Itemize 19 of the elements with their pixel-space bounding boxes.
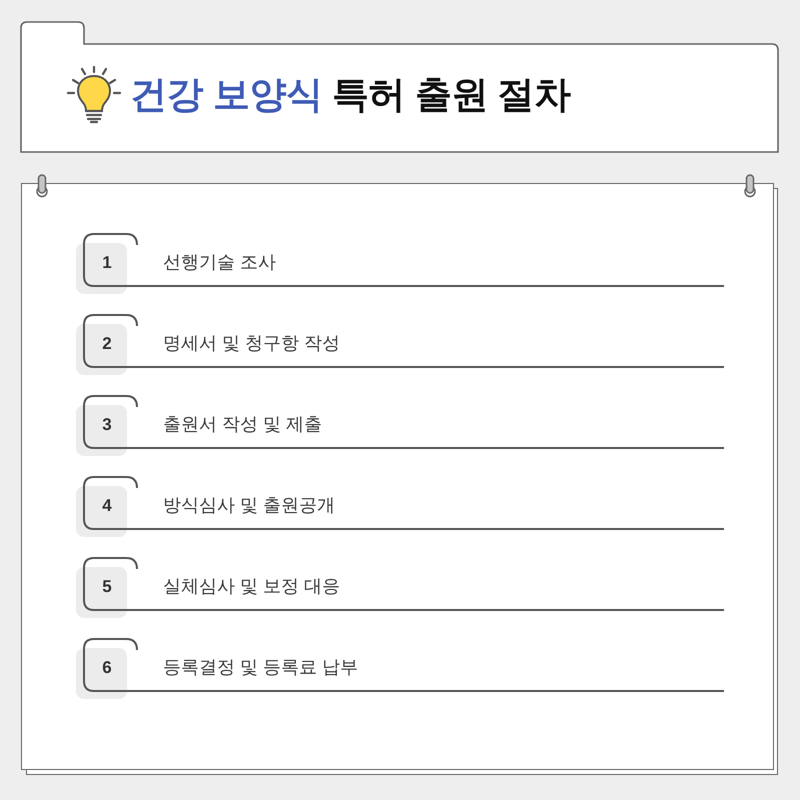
step-number: 3	[101, 414, 113, 436]
step-number: 6	[101, 657, 113, 679]
step-label: 실체심사 및 보정 대응	[163, 575, 340, 598]
step-item	[76, 395, 725, 457]
step-item	[76, 476, 725, 538]
step-item	[76, 233, 725, 295]
title: 건강 보양식 특허 출원 절차	[130, 73, 571, 117]
step-item	[76, 638, 725, 700]
step-label: 선행기술 조사	[163, 251, 276, 274]
step-number: 2	[101, 333, 113, 355]
step-number: 5	[101, 576, 113, 598]
step-label: 명세서 및 청구항 작성	[163, 332, 340, 355]
step-label: 등록결정 및 등록료 납부	[163, 656, 358, 679]
step-label: 방식심사 및 출원공개	[163, 494, 336, 517]
step-item	[76, 557, 725, 619]
step-number: 1	[101, 252, 113, 274]
step-number: 4	[101, 495, 113, 517]
step-label: 출원서 작성 및 제출	[163, 413, 322, 436]
step-item	[76, 314, 725, 376]
